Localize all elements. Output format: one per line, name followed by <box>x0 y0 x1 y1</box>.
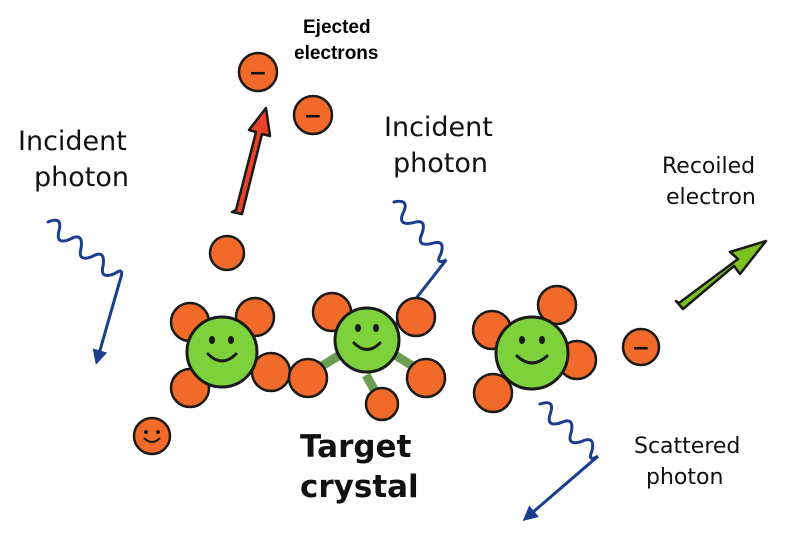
ejected-electron-arrow <box>230 106 272 216</box>
atom-center <box>287 291 447 422</box>
svg-text:−: − <box>632 336 650 361</box>
svg-text:−: − <box>304 104 322 129</box>
incident-right-label-line2: photon <box>393 148 488 179</box>
svg-text:−: − <box>249 61 267 86</box>
recoil-electron-arrow <box>674 239 768 311</box>
ejected-electron-second: − <box>292 94 334 136</box>
incident-photon-left-wave <box>46 218 124 365</box>
scattered-photon-wave <box>522 401 599 521</box>
scattered-label-line1: Scattered <box>634 434 740 459</box>
target-label-line1: Target <box>300 429 412 465</box>
incident-left-label-line1: Incident <box>18 126 127 157</box>
ejected-electron-top: − <box>237 51 279 93</box>
atom-left <box>169 296 292 409</box>
atom-center-nucleus-face <box>333 306 401 374</box>
loose-electron <box>208 234 246 272</box>
ejected-label-line2: electrons <box>294 43 378 64</box>
target-label-line2: crystal <box>300 469 419 505</box>
incident-right-label-line1: Incident <box>384 112 493 143</box>
smiling-electron <box>132 416 172 456</box>
atom-left-nucleus-face <box>185 315 259 389</box>
recoiled-label-line1: Recoiled <box>662 154 755 179</box>
incident-photon-right-wave <box>378 199 448 346</box>
incident-left-label-line2: photon <box>34 162 129 193</box>
recoiled-label-line2: electron <box>666 185 756 210</box>
atom-right <box>471 284 598 414</box>
scattered-label-line2: photon <box>646 465 723 490</box>
ejected-label-line1: Ejected <box>303 17 371 38</box>
atom-right-nucleus-face <box>494 315 570 391</box>
recoiled-electron: − <box>621 327 661 367</box>
